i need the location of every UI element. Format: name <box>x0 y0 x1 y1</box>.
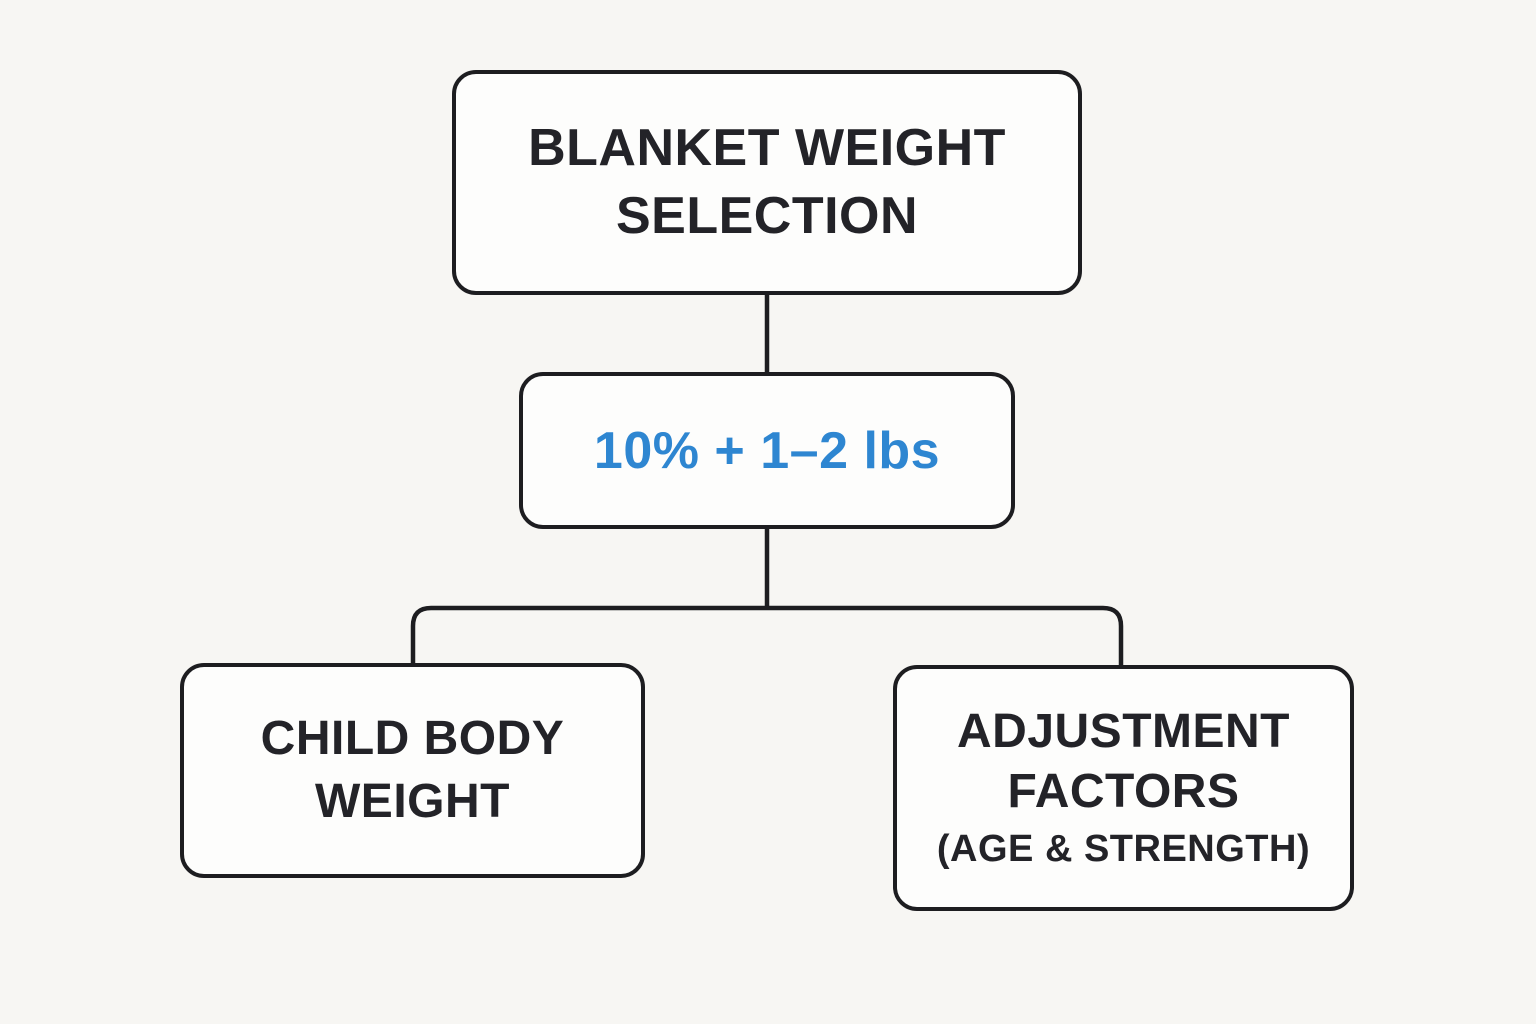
child-body-weight-node: CHILD BODY WEIGHT <box>180 663 645 878</box>
adjustment-factors-node: ADJUSTMENT FACTORS (AGE & STRENGTH) <box>893 665 1354 911</box>
branch-line <box>410 605 1124 667</box>
formula-node: 10% + 1–2 lbs <box>519 372 1015 529</box>
node-subtext: (AGE & STRENGTH) <box>936 828 1311 871</box>
blanket-weight-selection-node: BLANKET WEIGHT SELECTION <box>452 70 1082 295</box>
node-label-line: FACTORS <box>1007 765 1240 819</box>
node-label-line: WEIGHT <box>315 774 510 828</box>
node-label-line: CHILD BODY <box>260 712 565 766</box>
node-label-line: ADJUSTMENT <box>956 705 1290 759</box>
node-label-line: SELECTION <box>615 186 919 245</box>
formula-label: 10% + 1–2 lbs <box>593 421 941 480</box>
node-label-line: BLANKET WEIGHT <box>528 118 1006 177</box>
